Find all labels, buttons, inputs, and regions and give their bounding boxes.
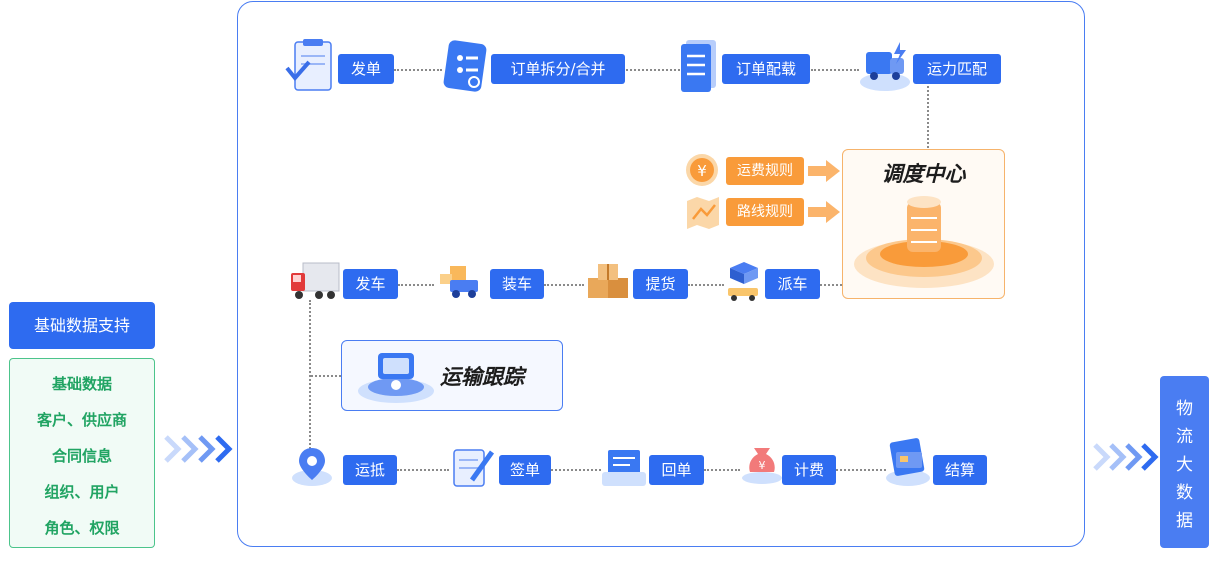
red-truck-icon <box>291 262 340 299</box>
chevron-arrows-icon <box>164 435 233 463</box>
connector-line <box>309 300 311 452</box>
settlement-label: 结算 <box>933 455 987 485</box>
list-item: 基础数据 <box>51 375 112 393</box>
vertical-char: 流 <box>1176 427 1193 447</box>
checklist-icon <box>443 40 487 92</box>
dispatch-vehicle-icon <box>728 262 758 301</box>
arrival-label: 运抵 <box>343 455 397 485</box>
route-rule-label: 路线规则 <box>726 198 804 226</box>
list-item: 组织、用户 <box>44 483 120 501</box>
vertical-char: 数 <box>1176 483 1193 503</box>
process-frame <box>237 1 1085 547</box>
connector-line <box>551 469 601 471</box>
sign-pen-icon <box>453 449 495 487</box>
billing-label: 计费 <box>782 455 836 485</box>
list-item: 客户、供应商 <box>36 411 127 429</box>
receipt-label: 回单 <box>649 455 704 485</box>
connector-line <box>820 284 842 286</box>
connector-line <box>626 69 680 71</box>
dispatch-center: 调度中心 <box>842 149 1005 299</box>
vertical-char: 物 <box>1176 399 1193 419</box>
tracking-platform-icon <box>358 353 434 403</box>
connector-line <box>704 469 740 471</box>
sign-order-label: 签单 <box>499 455 551 485</box>
freight-rule-label: 运费规则 <box>726 157 804 185</box>
send-order-label: 发单 <box>338 54 394 84</box>
depart-label: 发车 <box>343 269 398 299</box>
order-stowage-label: 订单配载 <box>722 54 810 84</box>
receipt-tray-icon <box>602 450 646 486</box>
cardboard-boxes-icon <box>588 264 628 298</box>
basic-data-support-title: 基础数据支持 <box>9 302 155 349</box>
document-stack-icon <box>681 40 716 92</box>
connector-line <box>398 284 434 286</box>
money-bag-icon: ¥ <box>742 448 782 484</box>
order-split-merge-label: 订单拆分/合并 <box>491 54 625 84</box>
dispatch-car-label: 派车 <box>765 269 820 299</box>
dispatch-center-title: 调度中心 <box>881 162 966 186</box>
vertical-char: 据 <box>1176 511 1193 531</box>
arrow-right-icon <box>808 201 840 223</box>
loading-label: 装车 <box>490 269 544 299</box>
coin-icon: ¥ <box>686 154 718 186</box>
vertical-char: 大 <box>1176 455 1193 475</box>
connector-line <box>397 469 449 471</box>
connector-line <box>927 86 929 148</box>
svg-text:¥: ¥ <box>759 459 766 472</box>
connector-line <box>311 375 341 377</box>
transport-tracking-title: 运输跟踪 <box>440 365 524 389</box>
svg-text:¥: ¥ <box>697 162 707 180</box>
clipboard-icon <box>285 39 332 91</box>
logistics-big-data-box: 物 流 大 数 据 <box>1160 376 1209 548</box>
connector-line <box>811 69 859 71</box>
location-pin-icon <box>292 448 332 486</box>
pickup-label: 提货 <box>633 269 688 299</box>
chevron-arrows-icon <box>1093 443 1159 471</box>
dispatch-platform-icon <box>854 196 994 288</box>
loading-truck-icon <box>440 266 478 298</box>
truck-platform-icon <box>860 42 910 91</box>
basic-data-list: 基础数据 客户、供应商 合同信息 组织、用户 角色、权限 <box>9 358 155 548</box>
capacity-match-label: 运力匹配 <box>913 54 1001 84</box>
connector-line <box>544 284 584 286</box>
connector-line <box>688 284 724 286</box>
route-map-icon <box>687 197 719 229</box>
payment-card-icon <box>886 438 930 486</box>
connector-line <box>394 69 442 71</box>
list-item: 角色、权限 <box>44 519 120 537</box>
connector-line <box>836 469 886 471</box>
list-item: 合同信息 <box>51 447 112 465</box>
arrow-right-icon <box>808 160 840 182</box>
transport-tracking: 运输跟踪 <box>341 340 563 411</box>
